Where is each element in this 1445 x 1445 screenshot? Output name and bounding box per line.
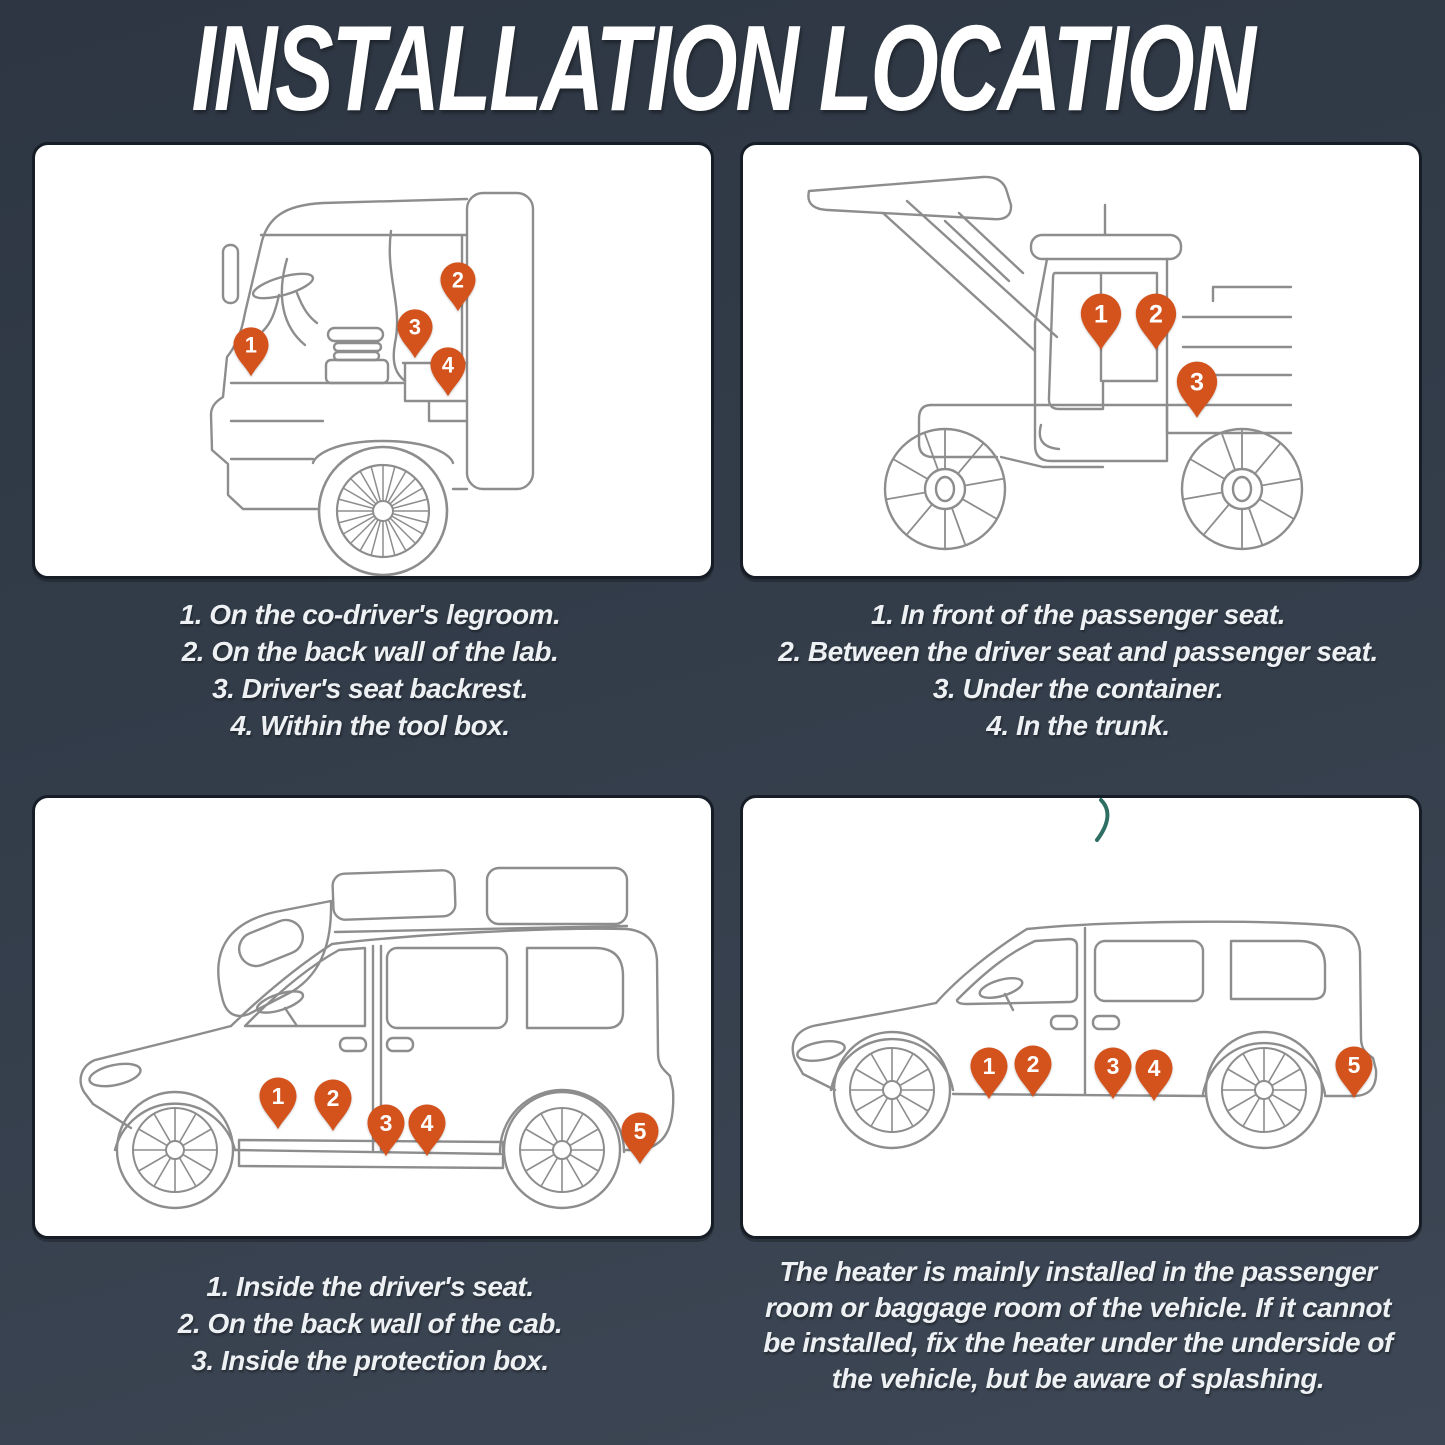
location-pin-2: 2 <box>1013 1044 1053 1100</box>
panel-dump-truck: 1 2 3 <box>740 142 1422 579</box>
panel-camper-van: 1 2 3 4 5 <box>32 795 714 1239</box>
svg-text:1: 1 <box>272 1083 285 1109</box>
page-title-text: INSTALLATION LOCATION <box>191 0 1255 136</box>
svg-text:2: 2 <box>1149 301 1163 329</box>
svg-text:2: 2 <box>1027 1051 1040 1077</box>
caption-line: 3. Driver's seat backrest. <box>212 673 528 704</box>
camper-van-drawing <box>35 798 711 1236</box>
location-pin-1: 1 <box>969 1046 1009 1102</box>
svg-text:1: 1 <box>1094 301 1108 329</box>
svg-text:5: 5 <box>634 1118 647 1144</box>
location-pin-5: 5 <box>620 1111 660 1167</box>
svg-text:3: 3 <box>409 315 421 340</box>
location-pin-5: 5 <box>1334 1045 1374 1101</box>
caption-line: 2. On the back wall of the lab. <box>181 636 559 667</box>
svg-text:2: 2 <box>452 268 464 293</box>
caption-line: 1. Inside the driver's seat. <box>206 1271 534 1302</box>
location-pin-4: 4 <box>407 1103 447 1159</box>
location-pin-4: 4 <box>429 346 467 399</box>
svg-text:4: 4 <box>442 353 454 378</box>
location-pin-1: 1 <box>232 326 270 379</box>
caption-dump-truck: 1. In front of the passenger seat. 2. Be… <box>740 596 1416 744</box>
svg-text:4: 4 <box>1148 1055 1161 1081</box>
caption-line: 3. Under the container. <box>932 673 1224 704</box>
location-pin-4: 4 <box>1134 1048 1174 1104</box>
location-pin-2: 2 <box>1134 292 1178 353</box>
location-pin-2: 2 <box>313 1078 353 1134</box>
location-pin-3: 3 <box>1093 1046 1133 1102</box>
caption-line: 4. Within the tool box. <box>230 710 510 741</box>
caption-line: 2. On the back wall of the cab. <box>177 1308 563 1339</box>
panel-truck-cab: 1 2 3 4 <box>32 142 714 579</box>
dump-truck-drawing <box>743 145 1419 576</box>
location-pin-2: 2 <box>439 261 477 314</box>
svg-text:2: 2 <box>327 1085 340 1111</box>
page-title: INSTALLATION LOCATION <box>0 0 1445 136</box>
caption-truck-cab: 1. On the co-driver's legroom. 2. On the… <box>32 596 708 744</box>
svg-text:5: 5 <box>1348 1052 1361 1078</box>
svg-text:3: 3 <box>1107 1053 1120 1079</box>
svg-text:3: 3 <box>380 1110 393 1136</box>
caption-line: The heater is mainly installed in the pa… <box>779 1256 1377 1287</box>
caption-line: 4. In the trunk. <box>986 710 1170 741</box>
caption-line: 1. In front of the passenger seat. <box>871 599 1285 630</box>
location-pin-1: 1 <box>258 1076 298 1132</box>
caption-line: 3. Inside the protection box. <box>191 1345 549 1376</box>
caption-camper-van: 1. Inside the driver's seat. 2. On the b… <box>32 1268 708 1379</box>
caption-line: be installed, fix the heater under the u… <box>763 1327 1393 1358</box>
truck-cab-drawing <box>35 145 711 576</box>
svg-text:3: 3 <box>1190 369 1204 397</box>
caption-line: room or baggage room of the vehicle. If … <box>765 1291 1391 1323</box>
svg-text:1: 1 <box>983 1053 996 1079</box>
caption-line: 2. Between the driver seat and passenger… <box>778 636 1378 667</box>
teal-brush-mark <box>1097 800 1107 840</box>
panel-minivan: 1 2 3 4 5 <box>740 795 1422 1239</box>
caption-line: 1. On the co-driver's legroom. <box>179 599 561 630</box>
caption-line: the vehicle, but be aware of splashing. <box>831 1362 1325 1394</box>
svg-text:1: 1 <box>245 333 257 358</box>
minivan-drawing <box>743 798 1419 1236</box>
location-pin-1: 1 <box>1079 292 1123 353</box>
svg-text:4: 4 <box>421 1110 434 1136</box>
location-pin-3: 3 <box>1175 360 1219 421</box>
location-pin-3: 3 <box>366 1103 406 1159</box>
location-pin-3: 3 <box>396 308 434 361</box>
caption-minivan: The heater is mainly installed in the pa… <box>740 1254 1416 1396</box>
